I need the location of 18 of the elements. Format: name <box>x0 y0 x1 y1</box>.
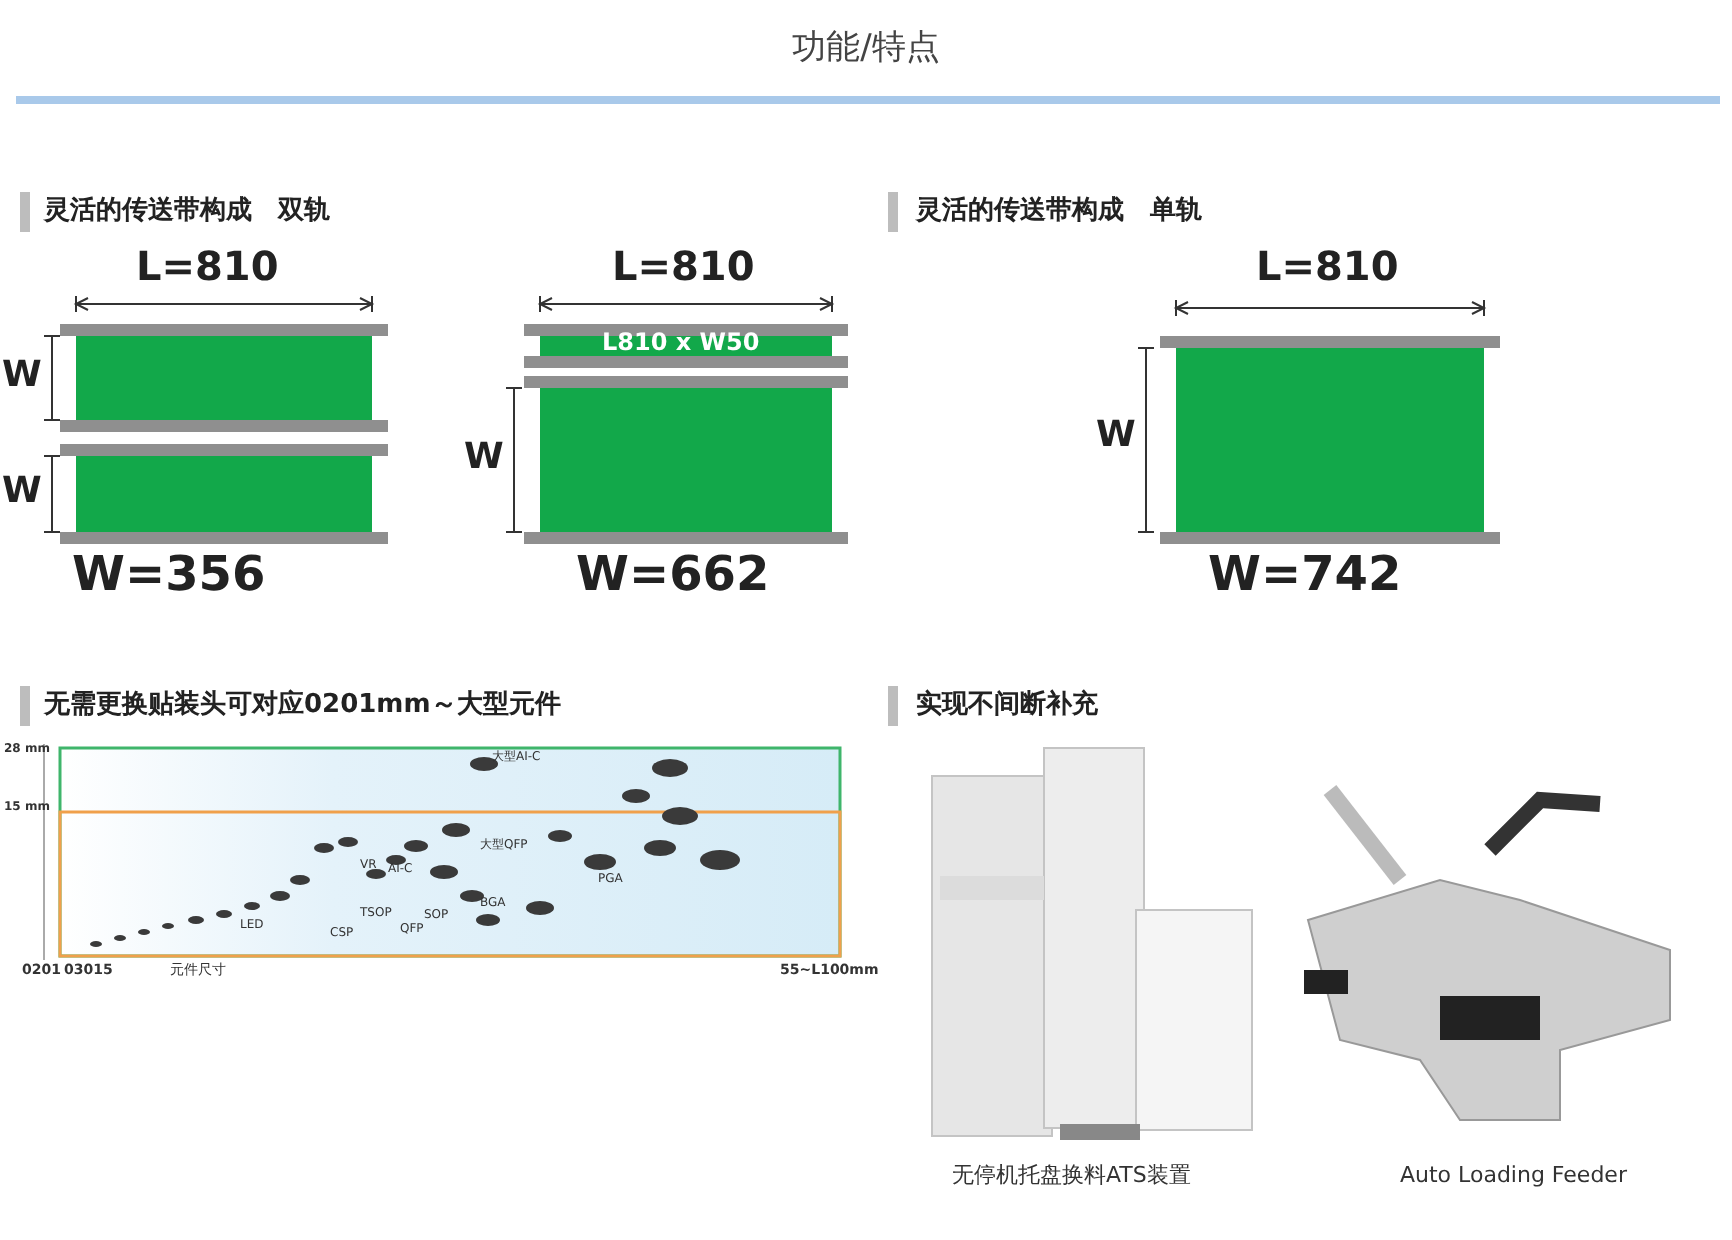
photo-caption: 无停机托盘换料ATS装置 <box>952 1164 1191 1189</box>
width-value: W=742 <box>1208 548 1402 601</box>
section-heading: 实现不间断补充 <box>916 692 1098 721</box>
board-size-label: L810 x W50 <box>602 330 760 357</box>
dimension-label: L=810 <box>1256 244 1399 288</box>
width-value: W=662 <box>576 548 770 601</box>
dimension-label: L=810 <box>612 244 755 288</box>
section-heading: 灵活的传送带构成 双轨 <box>44 198 330 227</box>
photo-caption: Auto Loading Feeder <box>1400 1164 1627 1189</box>
page-title: 功能/特点 <box>790 26 942 70</box>
dimension-label: W <box>464 438 504 478</box>
section-heading: 无需更换贴装头可对应0201mm～大型元件 <box>44 692 561 721</box>
dimension-label: W <box>2 472 42 512</box>
dimension-label: W <box>2 356 42 396</box>
dimension-label: W <box>1096 416 1136 456</box>
width-value: W=356 <box>72 548 266 601</box>
dimension-label: L=810 <box>136 244 279 288</box>
section-heading: 灵活的传送带构成 单轨 <box>916 198 1202 227</box>
